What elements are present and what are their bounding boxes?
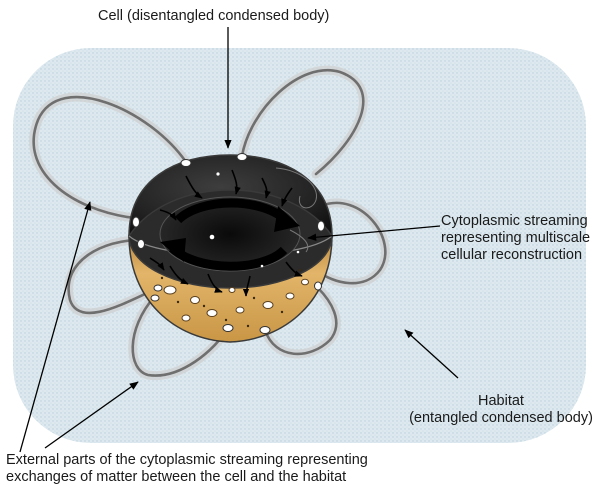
external-label-line-1: External parts of the cytoplasmic stream… [6, 452, 368, 469]
cell-label: Cell (disentangled condensed body) [98, 8, 329, 25]
habitat-label: Habitat (entangled condensed body) [398, 393, 604, 427]
cytoplasmic-label-line-2: representing multiscale [441, 230, 590, 247]
habitat-label-line-1: Habitat [398, 393, 604, 410]
habitat-label-line-2: (entangled condensed body) [398, 410, 604, 427]
external-label-line-2: exchanges of matter between the cell and… [6, 469, 368, 486]
cytoplasmic-streaming-label: Cytoplasmic streaming representing multi… [441, 213, 590, 264]
cytoplasmic-label-line-3: cellular reconstruction [441, 247, 590, 264]
cytoplasmic-label-line-1: Cytoplasmic streaming [441, 213, 590, 230]
external-parts-label: External parts of the cytoplasmic stream… [6, 452, 368, 486]
